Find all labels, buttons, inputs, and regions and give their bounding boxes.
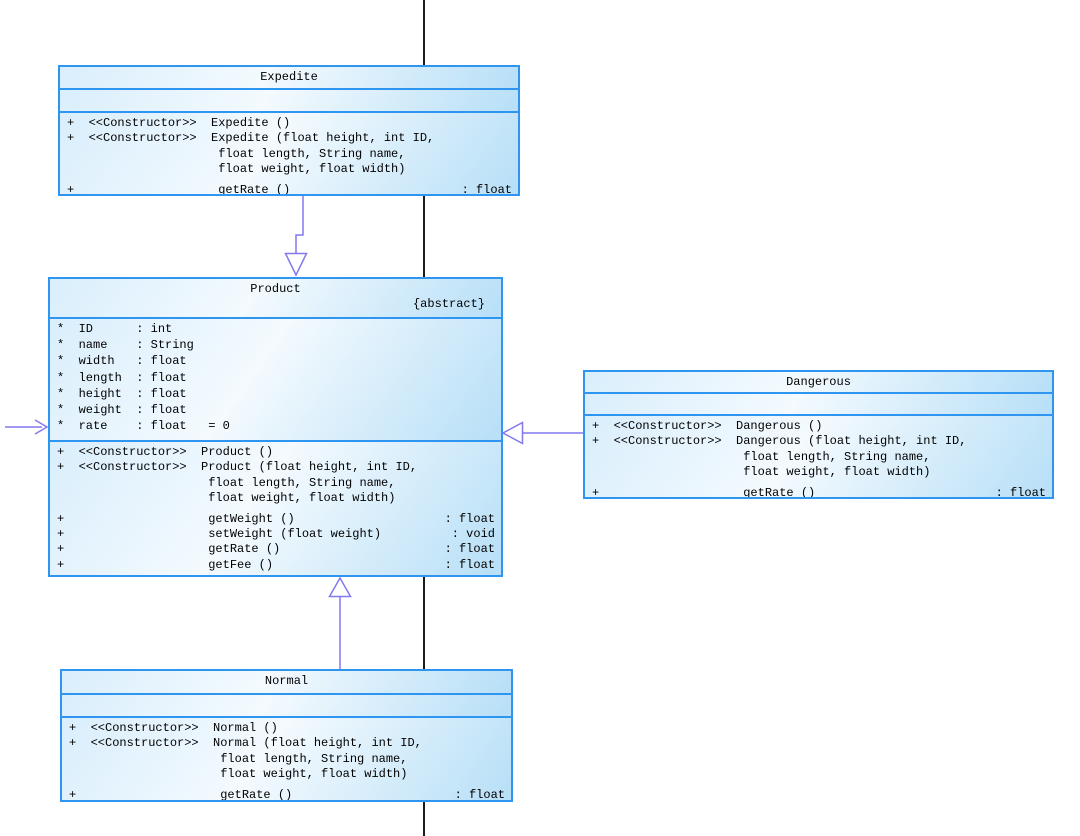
- generalization-expedite-product[interactable]: [284, 196, 308, 277]
- generalization-dangerous-product[interactable]: [501, 421, 583, 445]
- attribute-row: * height : float: [57, 386, 187, 401]
- attribute-row: * rate : float = 0: [57, 419, 230, 434]
- method-row: float length, String name,: [67, 146, 406, 161]
- attribute-row: * width : float: [57, 354, 187, 369]
- method-row: + <<Constructor>> Product (float height,…: [57, 460, 418, 475]
- method-row: + setWeight (float weight): void: [57, 527, 495, 542]
- methods-compartment: + <<Constructor>> Normal () + <<Construc…: [62, 716, 511, 800]
- class-name: Product: [250, 282, 301, 296]
- attributes-compartment: [62, 693, 511, 716]
- attribute-row: * length : float: [57, 370, 187, 385]
- method-row: + <<Constructor>> Dangerous (float heigh…: [592, 434, 967, 449]
- method-row: + <<Constructor>> Dangerous (): [592, 419, 823, 433]
- method-row: float weight, float width): [69, 767, 408, 782]
- class-title-normal: Normal: [62, 671, 511, 693]
- method-row: + <<Constructor>> Normal (): [69, 721, 278, 735]
- class-box-dangerous[interactable]: Dangerous + <<Constructor>> Dangerous ()…: [583, 370, 1054, 499]
- class-box-product[interactable]: Product {abstract} * ID : int * name : S…: [48, 277, 503, 577]
- attributes-compartment: [60, 88, 518, 111]
- attributes-compartment: [585, 392, 1052, 414]
- class-name: Dangerous: [786, 375, 851, 389]
- class-title-expedite: Expedite: [60, 67, 518, 88]
- methods-compartment: + <<Constructor>> Dangerous () + <<Const…: [585, 414, 1052, 497]
- class-name: Expedite: [260, 70, 318, 84]
- hollow-triangle-arrowhead: [328, 576, 352, 598]
- attribute-row: * ID : int: [57, 322, 173, 336]
- methods-compartment: + <<Constructor>> Product () + <<Constru…: [50, 440, 501, 575]
- method-row: + <<Constructor>> Product (): [57, 445, 274, 459]
- generalization-normal-product[interactable]: [328, 576, 352, 669]
- methods-compartment: + <<Constructor>> Expedite () + <<Constr…: [60, 111, 518, 194]
- method-row: float length, String name,: [69, 751, 408, 766]
- class-box-expedite[interactable]: Expedite + <<Constructor>> Expedite () +…: [58, 65, 520, 196]
- class-box-normal[interactable]: Normal + <<Constructor>> Normal () + <<C…: [60, 669, 513, 802]
- method-row: float weight, float width): [57, 491, 396, 506]
- attributes-compartment: * ID : int * name : String * width : flo…: [50, 317, 501, 440]
- method-row: + getRate (): float: [592, 485, 1046, 497]
- method-row: float weight, float width): [67, 162, 406, 177]
- hollow-triangle-arrowhead: [501, 421, 524, 445]
- method-row: + <<Constructor>> Expedite (float height…: [67, 131, 435, 146]
- open-arrow-into-product[interactable]: [5, 419, 49, 435]
- method-row: + <<Constructor>> Normal (float height, …: [69, 736, 422, 751]
- open-arrowhead: [34, 419, 49, 435]
- method-row: + <<Constructor>> Expedite (): [67, 116, 291, 130]
- method-row: + getRate (): float: [57, 542, 495, 557]
- attribute-row: * name : String: [57, 338, 194, 353]
- method-row: float length, String name,: [57, 475, 396, 490]
- method-row: + getFee (): float: [57, 557, 495, 572]
- hollow-triangle-arrowhead: [284, 252, 308, 277]
- method-row: float weight, float width): [592, 465, 931, 480]
- method-row: + getWeight (): float: [57, 511, 495, 526]
- method-row: float length, String name,: [592, 449, 931, 464]
- class-name: Normal: [264, 674, 309, 688]
- method-row: + getRate (): float: [67, 182, 512, 194]
- method-row: + getRate (): float: [69, 787, 505, 800]
- abstract-label: {abstract}: [412, 297, 485, 311]
- attribute-row: * weight : float: [57, 403, 187, 418]
- class-title-dangerous: Dangerous: [585, 372, 1052, 392]
- class-title-product: Product {abstract}: [50, 279, 501, 317]
